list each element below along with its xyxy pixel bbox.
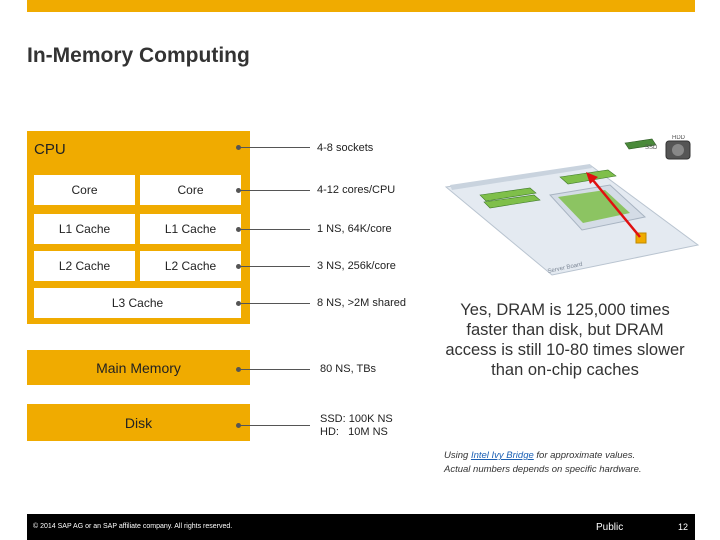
cpu-label: CPU — [34, 141, 66, 158]
l1-cache-1-box: L1 Cache — [34, 214, 135, 244]
connector-dot — [236, 301, 241, 306]
page-number: 12 — [678, 522, 689, 532]
footnote-suffix: for approximate values. — [533, 450, 636, 461]
main-memory-spec: 80 NS, TBs — [320, 363, 377, 375]
access-arrow-line — [591, 178, 641, 238]
footer-classification: Public — [596, 522, 624, 533]
connector-dot — [236, 145, 241, 150]
server-board-illustration: SSD HDD Server Board — [444, 135, 700, 276]
l1-spec: 1 NS, 64K/core — [317, 223, 392, 235]
connector-line — [240, 147, 310, 148]
footer-copyright: © 2014 SAP AG or an SAP affiliate compan… — [33, 523, 233, 530]
l2-cache-1-box: L2 Cache — [34, 251, 135, 281]
footnote: Using Intel Ivy Bridge for approximate v… — [444, 449, 642, 477]
hdd-platter — [672, 144, 684, 156]
l3-spec: 8 NS, >2M shared — [317, 297, 406, 309]
chip-shape — [558, 190, 630, 223]
l1-cache-2-box: L1 Cache — [140, 214, 241, 244]
connector-dot — [236, 423, 241, 428]
connector-line — [240, 266, 310, 267]
top-accent-bar — [27, 0, 695, 12]
page-title: In-Memory Computing — [27, 44, 250, 67]
ssd-card — [624, 138, 657, 150]
ssd-label: SSD — [645, 145, 658, 151]
core-spec: 4-12 cores/CPU — [317, 184, 396, 196]
hdd-label: HDD — [672, 135, 686, 141]
connector-dot — [236, 264, 241, 269]
access-arrow-head — [586, 172, 598, 184]
connector-line — [240, 303, 310, 304]
cache-block — [635, 232, 647, 244]
board-edge — [450, 164, 592, 190]
connector-line — [240, 369, 310, 370]
disk-box: Disk — [27, 404, 250, 441]
connector-line — [240, 425, 310, 426]
footnote-prefix: Using — [444, 450, 471, 461]
main-memory-box: Main Memory — [27, 350, 250, 385]
connector-line — [240, 229, 310, 230]
footer-bar — [27, 514, 695, 540]
l2-spec: 3 NS, 256k/core — [317, 260, 396, 272]
connector-line — [240, 190, 310, 191]
l3-cache-box: L3 Cache — [34, 288, 241, 318]
memory-stick — [479, 187, 537, 202]
sockets-spec: 4-8 sockets — [317, 142, 374, 154]
core-1-box: Core — [34, 175, 135, 205]
connector-dot — [236, 367, 241, 372]
callout-text: Yes, DRAM is 125,000 times faster than d… — [445, 301, 685, 379]
intel-ivy-bridge-link[interactable]: Intel Ivy Bridge — [470, 450, 534, 461]
disk-spec: SSD: 100K NS HD: 10M NS — [320, 413, 393, 438]
l2-cache-2-box: L2 Cache — [140, 251, 241, 281]
memory-stick — [483, 194, 541, 209]
connector-dot — [236, 227, 241, 232]
core-2-box: Core — [140, 175, 241, 205]
connector-dot — [236, 188, 241, 193]
footnote-line2: Actual numbers depends on specific hardw… — [444, 464, 642, 475]
